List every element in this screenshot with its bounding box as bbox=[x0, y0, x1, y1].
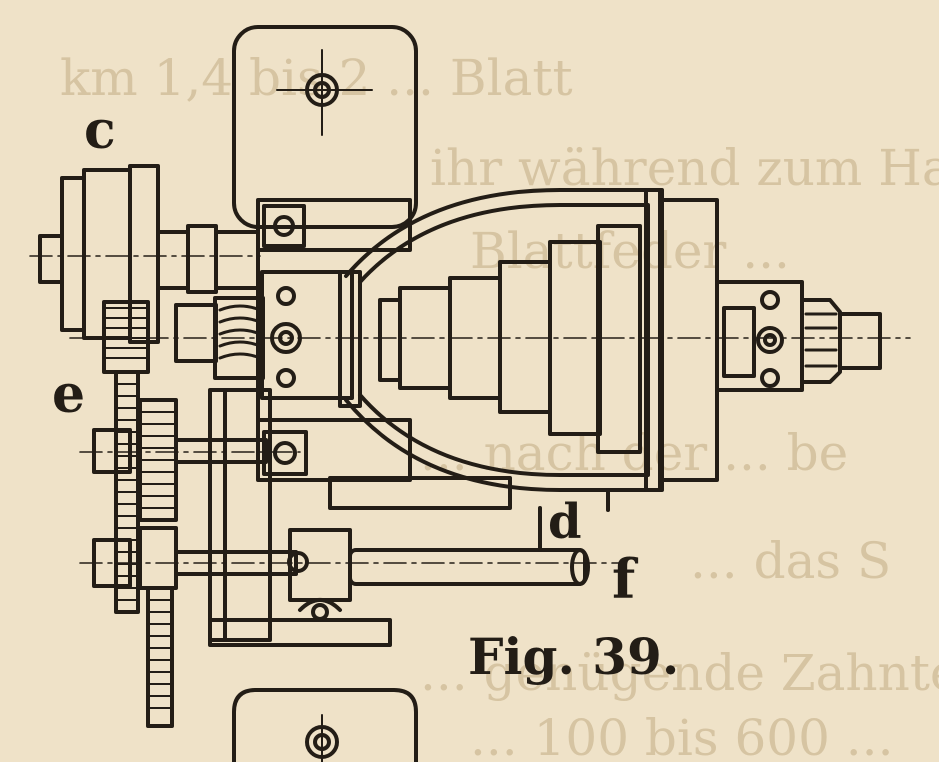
lever-rod-f bbox=[348, 488, 610, 586]
pulley-c bbox=[38, 164, 260, 344]
label-e: e bbox=[52, 364, 85, 425]
main-frame bbox=[208, 198, 512, 647]
spindle-head bbox=[213, 270, 354, 400]
upper-mounting-plate bbox=[232, 25, 418, 229]
bleed-through-text: km 1,4 bis 2 ... Blatt ihr während zum H… bbox=[60, 49, 939, 762]
centre-lines bbox=[29, 255, 911, 564]
pulley-housing bbox=[338, 188, 719, 492]
bleed-line-6: ... genügende Zahnteilung bbox=[420, 644, 939, 702]
label-f: f bbox=[612, 547, 639, 611]
gear-train-e bbox=[92, 300, 298, 728]
label-d: d bbox=[548, 494, 582, 550]
lower-mounting-plate bbox=[232, 688, 418, 762]
bleed-line-5: ... das S bbox=[690, 532, 891, 590]
stepped-cone-pulley bbox=[378, 224, 642, 454]
figure-caption: Fig. 39. bbox=[468, 627, 679, 686]
bleed-line-3: Blattfeder ... bbox=[470, 222, 790, 280]
bleed-line-2: ihr während zum Hauptbaum bbox=[430, 139, 939, 197]
spindle-right-end bbox=[715, 280, 882, 392]
label-c: c bbox=[84, 100, 116, 161]
bleed-line-7: ... 100 bis 600 ... bbox=[470, 709, 893, 762]
